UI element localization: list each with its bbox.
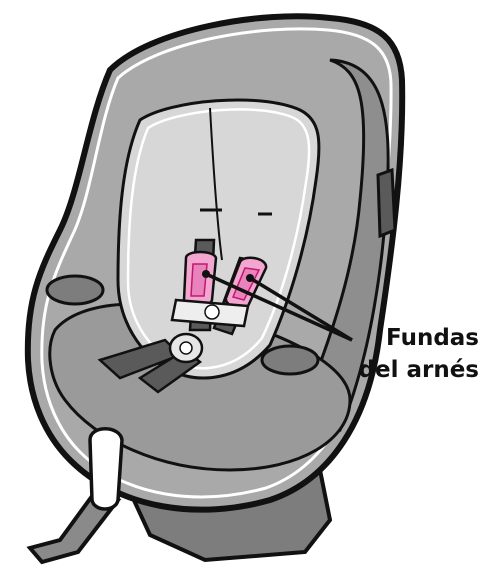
armrest-left	[47, 276, 103, 304]
harness-cover-left-inner	[191, 264, 207, 296]
armrest-right	[262, 346, 318, 374]
chest-clip-emblem	[205, 305, 219, 319]
front-handle	[90, 429, 122, 509]
callout-line-2: del arnés	[349, 354, 479, 386]
buckle-button	[180, 342, 192, 354]
callout-line-1: Fundas	[349, 322, 479, 354]
side-clip	[378, 170, 395, 236]
leader-dot-right	[246, 274, 254, 282]
harness-covers-label: Fundas del arnés	[349, 322, 479, 386]
leader-dot-left	[202, 270, 210, 278]
